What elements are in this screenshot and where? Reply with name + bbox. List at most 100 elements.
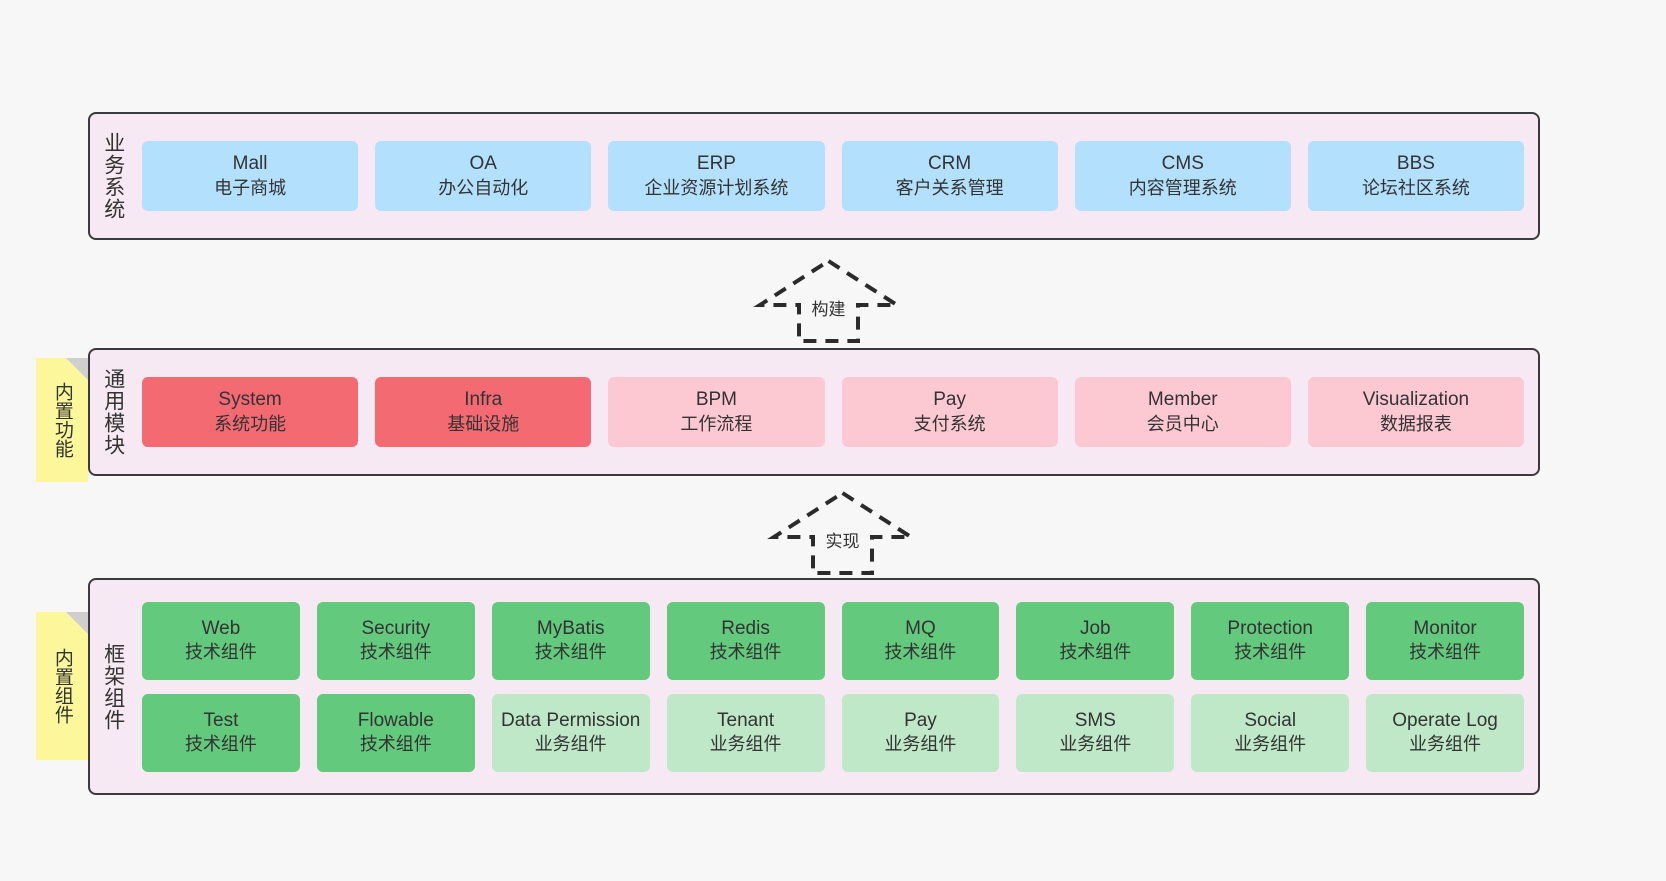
component-card-title: Operate Log: [1392, 709, 1498, 731]
module-card-member[interactable]: Member 会员中心: [1074, 377, 1291, 447]
note-builtin-components: 内置组件: [36, 612, 88, 760]
module-card-title: Visualization: [1362, 389, 1470, 411]
module-card-title: ERP: [696, 153, 736, 175]
component-card-subtitle: 业务组件: [1409, 734, 1482, 755]
component-card-subtitle: 技术组件: [359, 734, 432, 755]
component-card-monitor[interactable]: Monitor 技术组件: [1366, 601, 1524, 680]
dashed-up-arrow-icon: [767, 490, 918, 575]
component-card-title: Test: [203, 709, 239, 731]
component-card-title: Protection: [1227, 617, 1313, 639]
component-card-subtitle: 业务组件: [884, 734, 957, 755]
module-card-subtitle: 工作流程: [680, 413, 753, 434]
component-card-test[interactable]: Test 技术组件: [142, 693, 300, 772]
component-card-subtitle: 技术组件: [534, 642, 607, 663]
module-card-title: BPM: [695, 389, 738, 411]
component-card-subtitle: 业务组件: [709, 734, 782, 755]
component-card-title: Pay: [904, 709, 937, 731]
module-card-title: Member: [1147, 389, 1218, 411]
component-card-redis[interactable]: Redis 技术组件: [666, 601, 825, 680]
layer-framework-components: 框架组件 Web 技术组件 Security 技术组件 MyBatis 技术组件…: [88, 578, 1540, 795]
module-card-subtitle: 论坛社区系统: [1361, 177, 1470, 198]
module-card-mall[interactable]: Mall 电子商城: [142, 141, 359, 211]
component-card-flowable[interactable]: Flowable 技术组件: [316, 693, 475, 772]
module-card-subtitle: 客户关系管理: [895, 177, 1004, 198]
module-card-title: CMS: [1161, 153, 1204, 175]
module-card-oa[interactable]: OA 办公自动化: [375, 141, 592, 211]
component-card-tenant[interactable]: Tenant 业务组件: [666, 693, 825, 772]
component-card-sms[interactable]: SMS 业务组件: [1016, 693, 1175, 772]
module-card-title: System: [218, 389, 282, 411]
layer-row: Mall 电子商城 OA 办公自动化 ERP 企业资源计划系统 CRM 客户关系…: [142, 141, 1525, 211]
note-label: 内置功能: [51, 382, 73, 458]
component-card-title: Social: [1244, 709, 1297, 731]
component-card-title: Data Permission: [500, 709, 641, 731]
component-card-title: MQ: [905, 617, 936, 639]
component-card-mybatis[interactable]: MyBatis 技术组件: [491, 601, 650, 680]
module-card-crm[interactable]: CRM 客户关系管理: [841, 141, 1058, 211]
layer-business-systems: 业务系统 Mall 电子商城 OA 办公自动化 ERP 企业资源计划系统 CRM…: [88, 112, 1540, 240]
arrow-build: 构建: [753, 258, 904, 344]
module-card-cms[interactable]: CMS 内容管理系统: [1074, 141, 1291, 211]
note-label: 内置组件: [51, 648, 73, 724]
component-card-job[interactable]: Job 技术组件: [1016, 601, 1175, 680]
component-card-subtitle: 业务组件: [1234, 734, 1307, 755]
module-card-infra[interactable]: Infra 基础设施: [375, 377, 592, 447]
module-card-subtitle: 会员中心: [1146, 413, 1219, 434]
component-card-subtitle: 业务组件: [534, 734, 607, 755]
module-card-erp[interactable]: ERP 企业资源计划系统: [608, 141, 825, 211]
component-card-social[interactable]: Social 业务组件: [1191, 693, 1350, 772]
module-card-subtitle: 基础设施: [447, 413, 520, 434]
note-builtin-features: 内置功能: [36, 358, 88, 482]
component-card-pay[interactable]: Pay 业务组件: [841, 693, 1000, 772]
component-card-security[interactable]: Security 技术组件: [316, 601, 475, 680]
component-card-protection[interactable]: Protection 技术组件: [1191, 601, 1350, 680]
module-card-title: BBS: [1396, 153, 1435, 175]
module-card-subtitle: 系统功能: [214, 413, 287, 434]
module-card-bpm[interactable]: BPM 工作流程: [608, 377, 825, 447]
component-card-subtitle: 业务组件: [1059, 734, 1132, 755]
layer-body-business: Mall 电子商城 OA 办公自动化 ERP 企业资源计划系统 CRM 客户关系…: [136, 114, 1538, 238]
module-card-subtitle: 数据报表: [1379, 413, 1452, 434]
note-fold-icon: [66, 358, 88, 380]
layer-body-common: System 系统功能 Infra 基础设施 BPM 工作流程 Pay 支付系统…: [136, 350, 1538, 474]
layer-title-business: 业务系统: [101, 132, 125, 220]
module-card-bbs[interactable]: BBS 论坛社区系统: [1307, 141, 1525, 211]
module-card-subtitle: 电子商城: [214, 177, 287, 198]
component-card-title: Redis: [721, 617, 770, 639]
module-card-title: OA: [469, 153, 497, 175]
module-card-subtitle: 内容管理系统: [1128, 177, 1237, 198]
component-card-title: Web: [201, 617, 241, 639]
component-card-title: Tenant: [717, 709, 775, 731]
layer-body-framework: Web 技术组件 Security 技术组件 MyBatis 技术组件 Redi…: [136, 580, 1538, 793]
module-card-subtitle: 支付系统: [913, 413, 986, 434]
layer-title-framework: 框架组件: [101, 642, 125, 731]
component-card-web[interactable]: Web 技术组件: [142, 601, 300, 680]
component-card-subtitle: 技术组件: [884, 642, 957, 663]
layer-row: System 系统功能 Infra 基础设施 BPM 工作流程 Pay 支付系统…: [142, 377, 1525, 447]
module-card-pay[interactable]: Pay 支付系统: [841, 377, 1058, 447]
component-card-title: Flowable: [357, 709, 434, 731]
component-card-title: Monitor: [1413, 617, 1477, 639]
module-card-subtitle: 企业资源计划系统: [644, 177, 789, 198]
component-card-subtitle: 技术组件: [184, 734, 257, 755]
dashed-up-arrow-icon: [753, 258, 904, 343]
arrow-build-label: 构建: [811, 300, 846, 319]
component-card-subtitle: 技术组件: [184, 642, 257, 663]
component-card-mq[interactable]: MQ 技术组件: [841, 601, 1000, 680]
module-card-visualization[interactable]: Visualization 数据报表: [1307, 377, 1525, 447]
component-card-subtitle: 技术组件: [1234, 642, 1307, 663]
component-card-subtitle: 技术组件: [1409, 642, 1482, 663]
component-card-title: MyBatis: [536, 617, 605, 639]
component-card-data-permission[interactable]: Data Permission 业务组件: [491, 693, 650, 772]
layer-row: Web 技术组件 Security 技术组件 MyBatis 技术组件 Redi…: [142, 601, 1524, 680]
module-card-system[interactable]: System 系统功能: [142, 377, 359, 447]
layer-row: Test 技术组件 Flowable 技术组件 Data Permission …: [142, 693, 1524, 772]
module-card-title: CRM: [927, 153, 972, 175]
component-card-operate-log[interactable]: Operate Log 业务组件: [1366, 693, 1524, 772]
component-card-title: Security: [361, 617, 431, 639]
arrow-implement-label: 实现: [825, 532, 860, 551]
arrow-implement: 实现: [767, 490, 918, 576]
layer-common-modules: 通用模块 System 系统功能 Infra 基础设施 BPM 工作流程 Pay…: [88, 348, 1540, 476]
module-card-title: Infra: [464, 389, 503, 411]
module-card-title: Pay: [933, 389, 966, 411]
